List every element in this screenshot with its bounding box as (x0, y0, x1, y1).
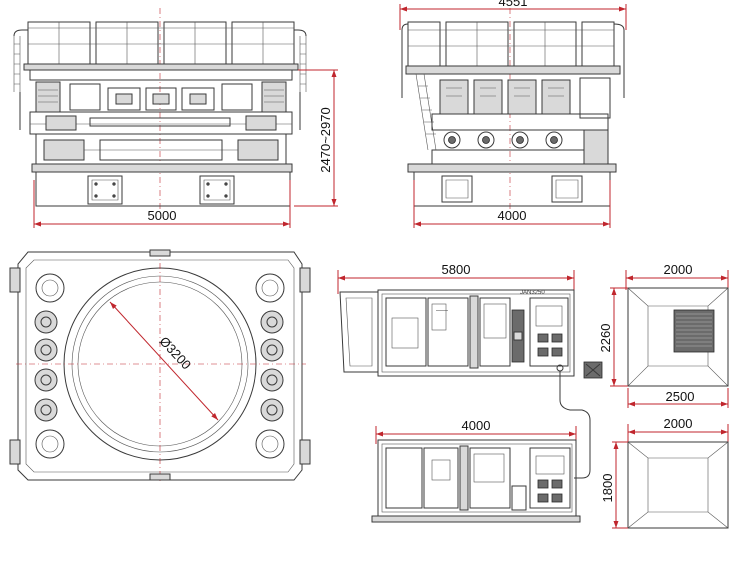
cabinet-cable (559, 371, 591, 479)
cabinet-top-panel-2 (427, 297, 469, 367)
box-top-base-dimension: 2500 (627, 388, 729, 408)
side-ladder (415, 73, 437, 151)
plan-diameter-label: Ø3200 (156, 334, 194, 373)
cabinet-top-dimension: 5800 (337, 262, 575, 294)
box-top-width-dimension: 2000 (625, 262, 729, 290)
side-elevation-view: 4551 (399, 0, 627, 228)
plan-diameter-dimension: Ø3200 (109, 301, 219, 421)
cabinet-bottom-panel-1 (423, 447, 459, 509)
side-actuator-bank (431, 77, 611, 165)
side-base-dimension: 4000 (413, 180, 611, 228)
cabinet-bottom-length-label: 4000 (462, 418, 491, 433)
box-bottom-height-label: 1800 (600, 474, 615, 503)
cabinet-tag-label: JAN3250 (520, 290, 545, 296)
cabinet-top-view: 5800 —— JAN3250 (337, 262, 603, 479)
cabinet-top-length-label: 5800 (442, 262, 471, 277)
front-deck (23, 63, 299, 71)
cabinet-top-panel-4 (529, 297, 569, 367)
cabinet-top-panel-1 (385, 297, 427, 367)
box-bottom-width-label: 2000 (664, 416, 693, 431)
side-base-width-label: 4000 (498, 208, 527, 223)
box-top-height-label: 2260 (598, 324, 613, 353)
front-elevation-view: 5000 2470~2970 (13, 8, 338, 228)
box-top-width-label: 2000 (664, 262, 693, 277)
cabinet-bottom-panel-3 (529, 447, 571, 509)
cabinet-bottom-dimension: 4000 (375, 418, 577, 444)
box-top-base-label: 2500 (666, 389, 695, 404)
box-top-view: 2000 2260 2500 (598, 262, 729, 408)
plan-view: Ø3200 (9, 249, 311, 482)
front-height-label: 2470~2970 (318, 107, 333, 172)
front-base-plate (31, 163, 293, 173)
cabinet-top-panel-2-mark: —— (436, 308, 448, 314)
plan-actuators-right (260, 310, 284, 422)
side-foundation (413, 171, 611, 207)
plan-actuators-left (34, 310, 58, 422)
front-width-label: 5000 (148, 208, 177, 223)
cabinet-bottom-view: 4000 (371, 418, 581, 523)
box-bottom-view: 2000 1800 (600, 416, 729, 529)
cabinet-bottom-panel-2 (469, 447, 511, 509)
box-top-vent (673, 309, 715, 353)
front-foundation (35, 171, 291, 207)
box-bottom-width-dimension: 2000 (627, 416, 729, 444)
side-top-width-label: 4551 (499, 0, 528, 9)
side-top-dimension: 4551 (399, 0, 627, 30)
front-actuator-bank (35, 81, 287, 113)
cabinet-top-panel-3 (479, 297, 511, 367)
box-top-height-dimension: 2260 (598, 287, 628, 387)
front-width-dimension: 5000 (33, 180, 291, 228)
side-deck (405, 65, 621, 75)
front-height-dimension: 2470~2970 (294, 69, 338, 207)
box-bottom-height-dimension: 1800 (600, 441, 628, 529)
